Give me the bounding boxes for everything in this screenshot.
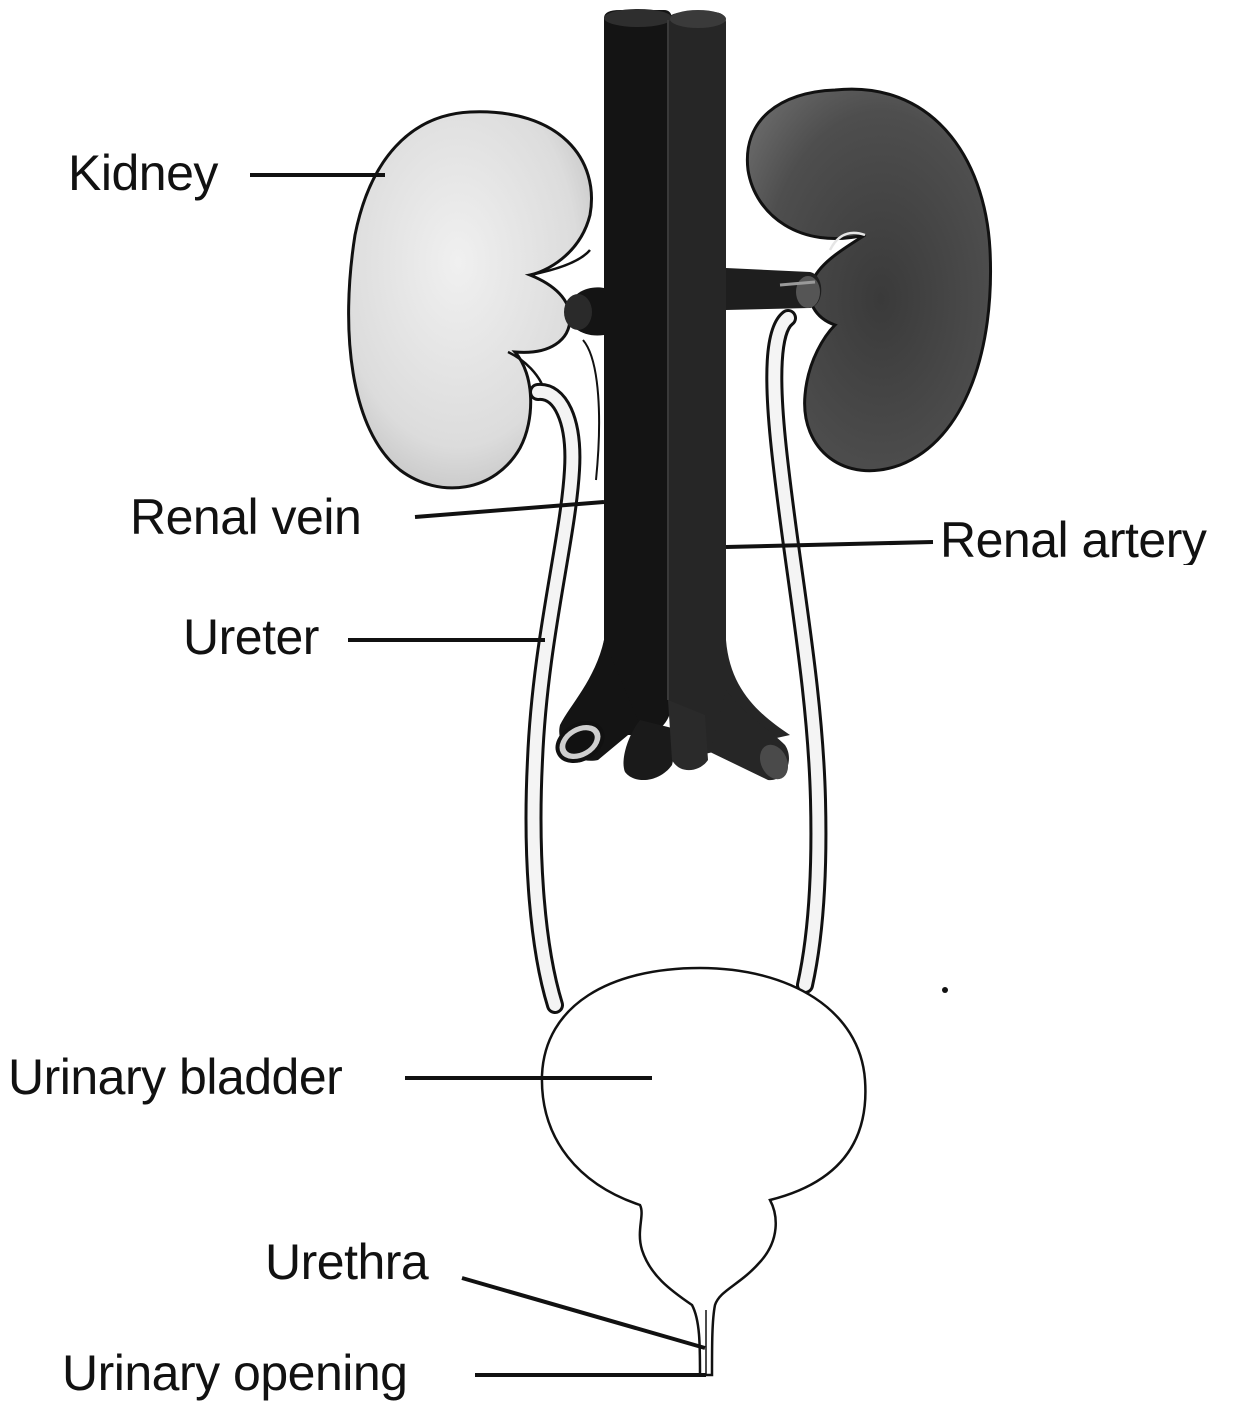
label-urinary-bladder: Urinary bladder	[8, 1052, 342, 1102]
vena-cava	[598, 10, 672, 735]
label-renal-artery: Renal artery	[940, 515, 1254, 565]
label-renal-vein: Renal vein	[130, 492, 361, 542]
label-urinary-opening: Urinary opening	[62, 1348, 407, 1398]
left-kidney	[349, 112, 592, 488]
label-urethra: Urethra	[265, 1237, 428, 1287]
label-kidney: Kidney	[68, 148, 218, 198]
label-ureter: Ureter	[183, 612, 319, 662]
renal-artery-leader-line	[726, 542, 933, 547]
